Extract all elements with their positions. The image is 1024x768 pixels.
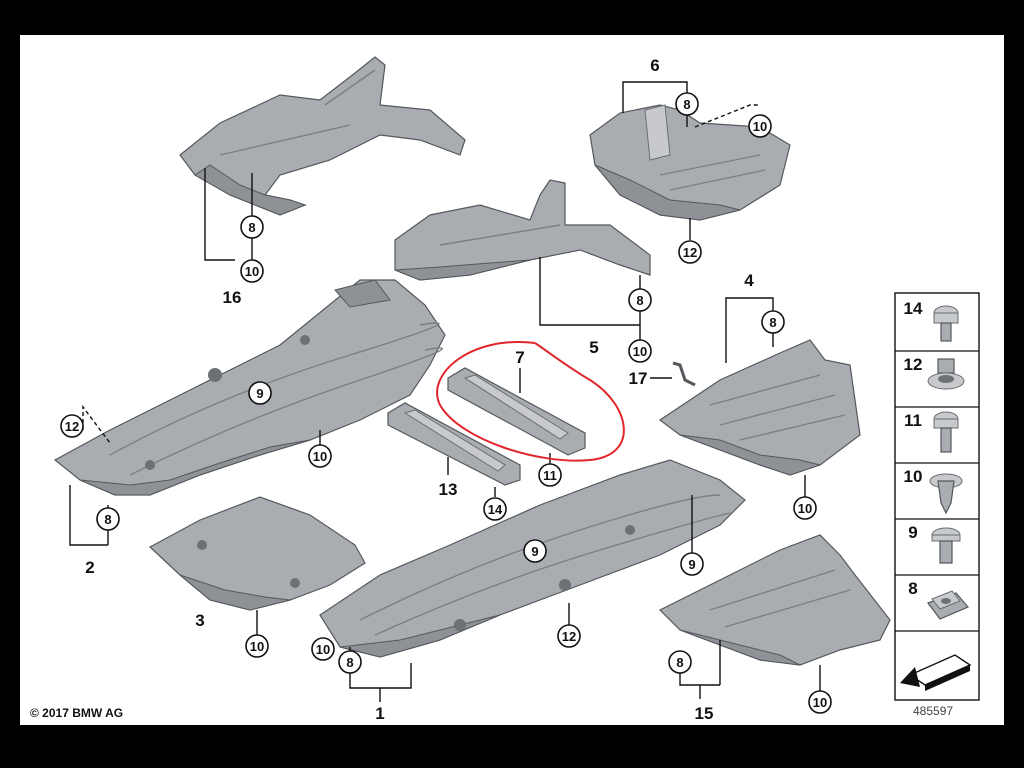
- callout-6-nut: 10: [753, 119, 767, 134]
- part-7-shape: [447, 367, 586, 456]
- part-16-callouts: 8 10 16: [204, 168, 264, 307]
- label-part-1: 1: [375, 704, 384, 723]
- part-15-callouts: 8 15 10: [668, 640, 832, 723]
- legend-label-14: 14: [904, 299, 923, 318]
- part-4-shape: [658, 339, 861, 476]
- callout-5-screw: 8: [636, 293, 643, 308]
- callout-6-screw: 8: [683, 97, 690, 112]
- label-part-3: 3: [195, 611, 204, 630]
- part-5-callouts: 8 10 5: [539, 257, 652, 363]
- fastener-legend: 14 12 11 10 9 8: [894, 292, 980, 701]
- fastener-8-icon: [927, 590, 969, 620]
- legend-label-11: 11: [904, 411, 922, 430]
- callout-16-screw: 8: [248, 220, 255, 235]
- fastener-14-icon: [933, 305, 959, 342]
- part-4-callouts: 4 8 10: [725, 271, 817, 520]
- callout-13-screw: 14: [488, 502, 503, 517]
- label-part-7: 7: [515, 348, 524, 367]
- label-part-6: 6: [650, 56, 659, 75]
- label-part-16: 16: [223, 288, 242, 307]
- fastener-10-icon: [929, 473, 963, 515]
- diagram-sheet: 8 10 16 6 8 10 12 8 10 5: [20, 35, 1004, 725]
- callout-1-screw: 8: [346, 655, 353, 670]
- label-part-15: 15: [695, 704, 714, 723]
- callout-1-nut: 10: [316, 642, 330, 657]
- callout-1-clip: 12: [562, 629, 576, 644]
- legend-label-10: 10: [904, 467, 923, 486]
- diagram-number: 485597: [913, 704, 953, 718]
- legend-label-9: 9: [908, 523, 917, 542]
- fastener-11-icon: [933, 411, 959, 453]
- part-3-shape: [148, 496, 366, 611]
- label-part-17: 17: [629, 369, 648, 388]
- callout-16-nut: 10: [245, 264, 259, 279]
- callout-2-clip: 12: [65, 419, 79, 434]
- part-6-callouts: 6 8 10 12: [622, 56, 772, 264]
- legend-label-8: 8: [908, 579, 917, 598]
- part-6-shape: [589, 104, 791, 221]
- callout-2-nut: 10: [313, 449, 327, 464]
- label-part-5: 5: [589, 338, 598, 357]
- part-1-callouts: 9 12 10 8 1: [311, 539, 581, 723]
- part-7-callouts: 7 11: [436, 340, 625, 487]
- callout-4-screw: 8: [769, 315, 776, 330]
- callout-3-nut: 10: [250, 639, 264, 654]
- callout-15-nut: 10: [813, 695, 827, 710]
- callout-7-screw: 11: [543, 468, 557, 483]
- parts-diagram: 8 10 16 6 8 10 12 8 10 5: [30, 56, 980, 723]
- fastener-12-icon: [927, 358, 965, 390]
- callout-17-screw: 9: [688, 557, 695, 572]
- callout-15-screw: 8: [676, 655, 683, 670]
- direction-arrow-icon: [900, 654, 972, 691]
- fastener-9-icon: [931, 527, 961, 564]
- callout-4-nut: 10: [798, 501, 812, 516]
- label-part-13: 13: [439, 480, 458, 499]
- callout-2-screw-small: 9: [256, 386, 263, 401]
- part-17-callouts: 17: [629, 369, 672, 388]
- part-3-callouts: 3 10: [195, 610, 269, 658]
- legend-label-12: 12: [904, 355, 923, 374]
- part-16-shape: [179, 56, 466, 216]
- part-2-callouts: 9 12 10 8 2: [60, 381, 332, 577]
- copyright-text: © 2017 BMW AG: [30, 706, 123, 720]
- label-part-2: 2: [85, 558, 94, 577]
- part-13-shape: [387, 402, 521, 486]
- callout-2-screw: 8: [104, 512, 111, 527]
- label-part-4: 4: [744, 271, 754, 290]
- callout-6-clip: 12: [683, 245, 697, 260]
- part-17-shape: [672, 361, 696, 387]
- red-highlight-circle: [436, 340, 625, 462]
- callout-1-screw-small: 9: [531, 544, 538, 559]
- callout-5-nut: 10: [633, 344, 647, 359]
- part-17-lead: 9: [680, 495, 704, 576]
- part-15-shape: [658, 534, 891, 666]
- part-5-shape: [394, 179, 651, 281]
- part-13-callouts: 13 14: [439, 457, 507, 521]
